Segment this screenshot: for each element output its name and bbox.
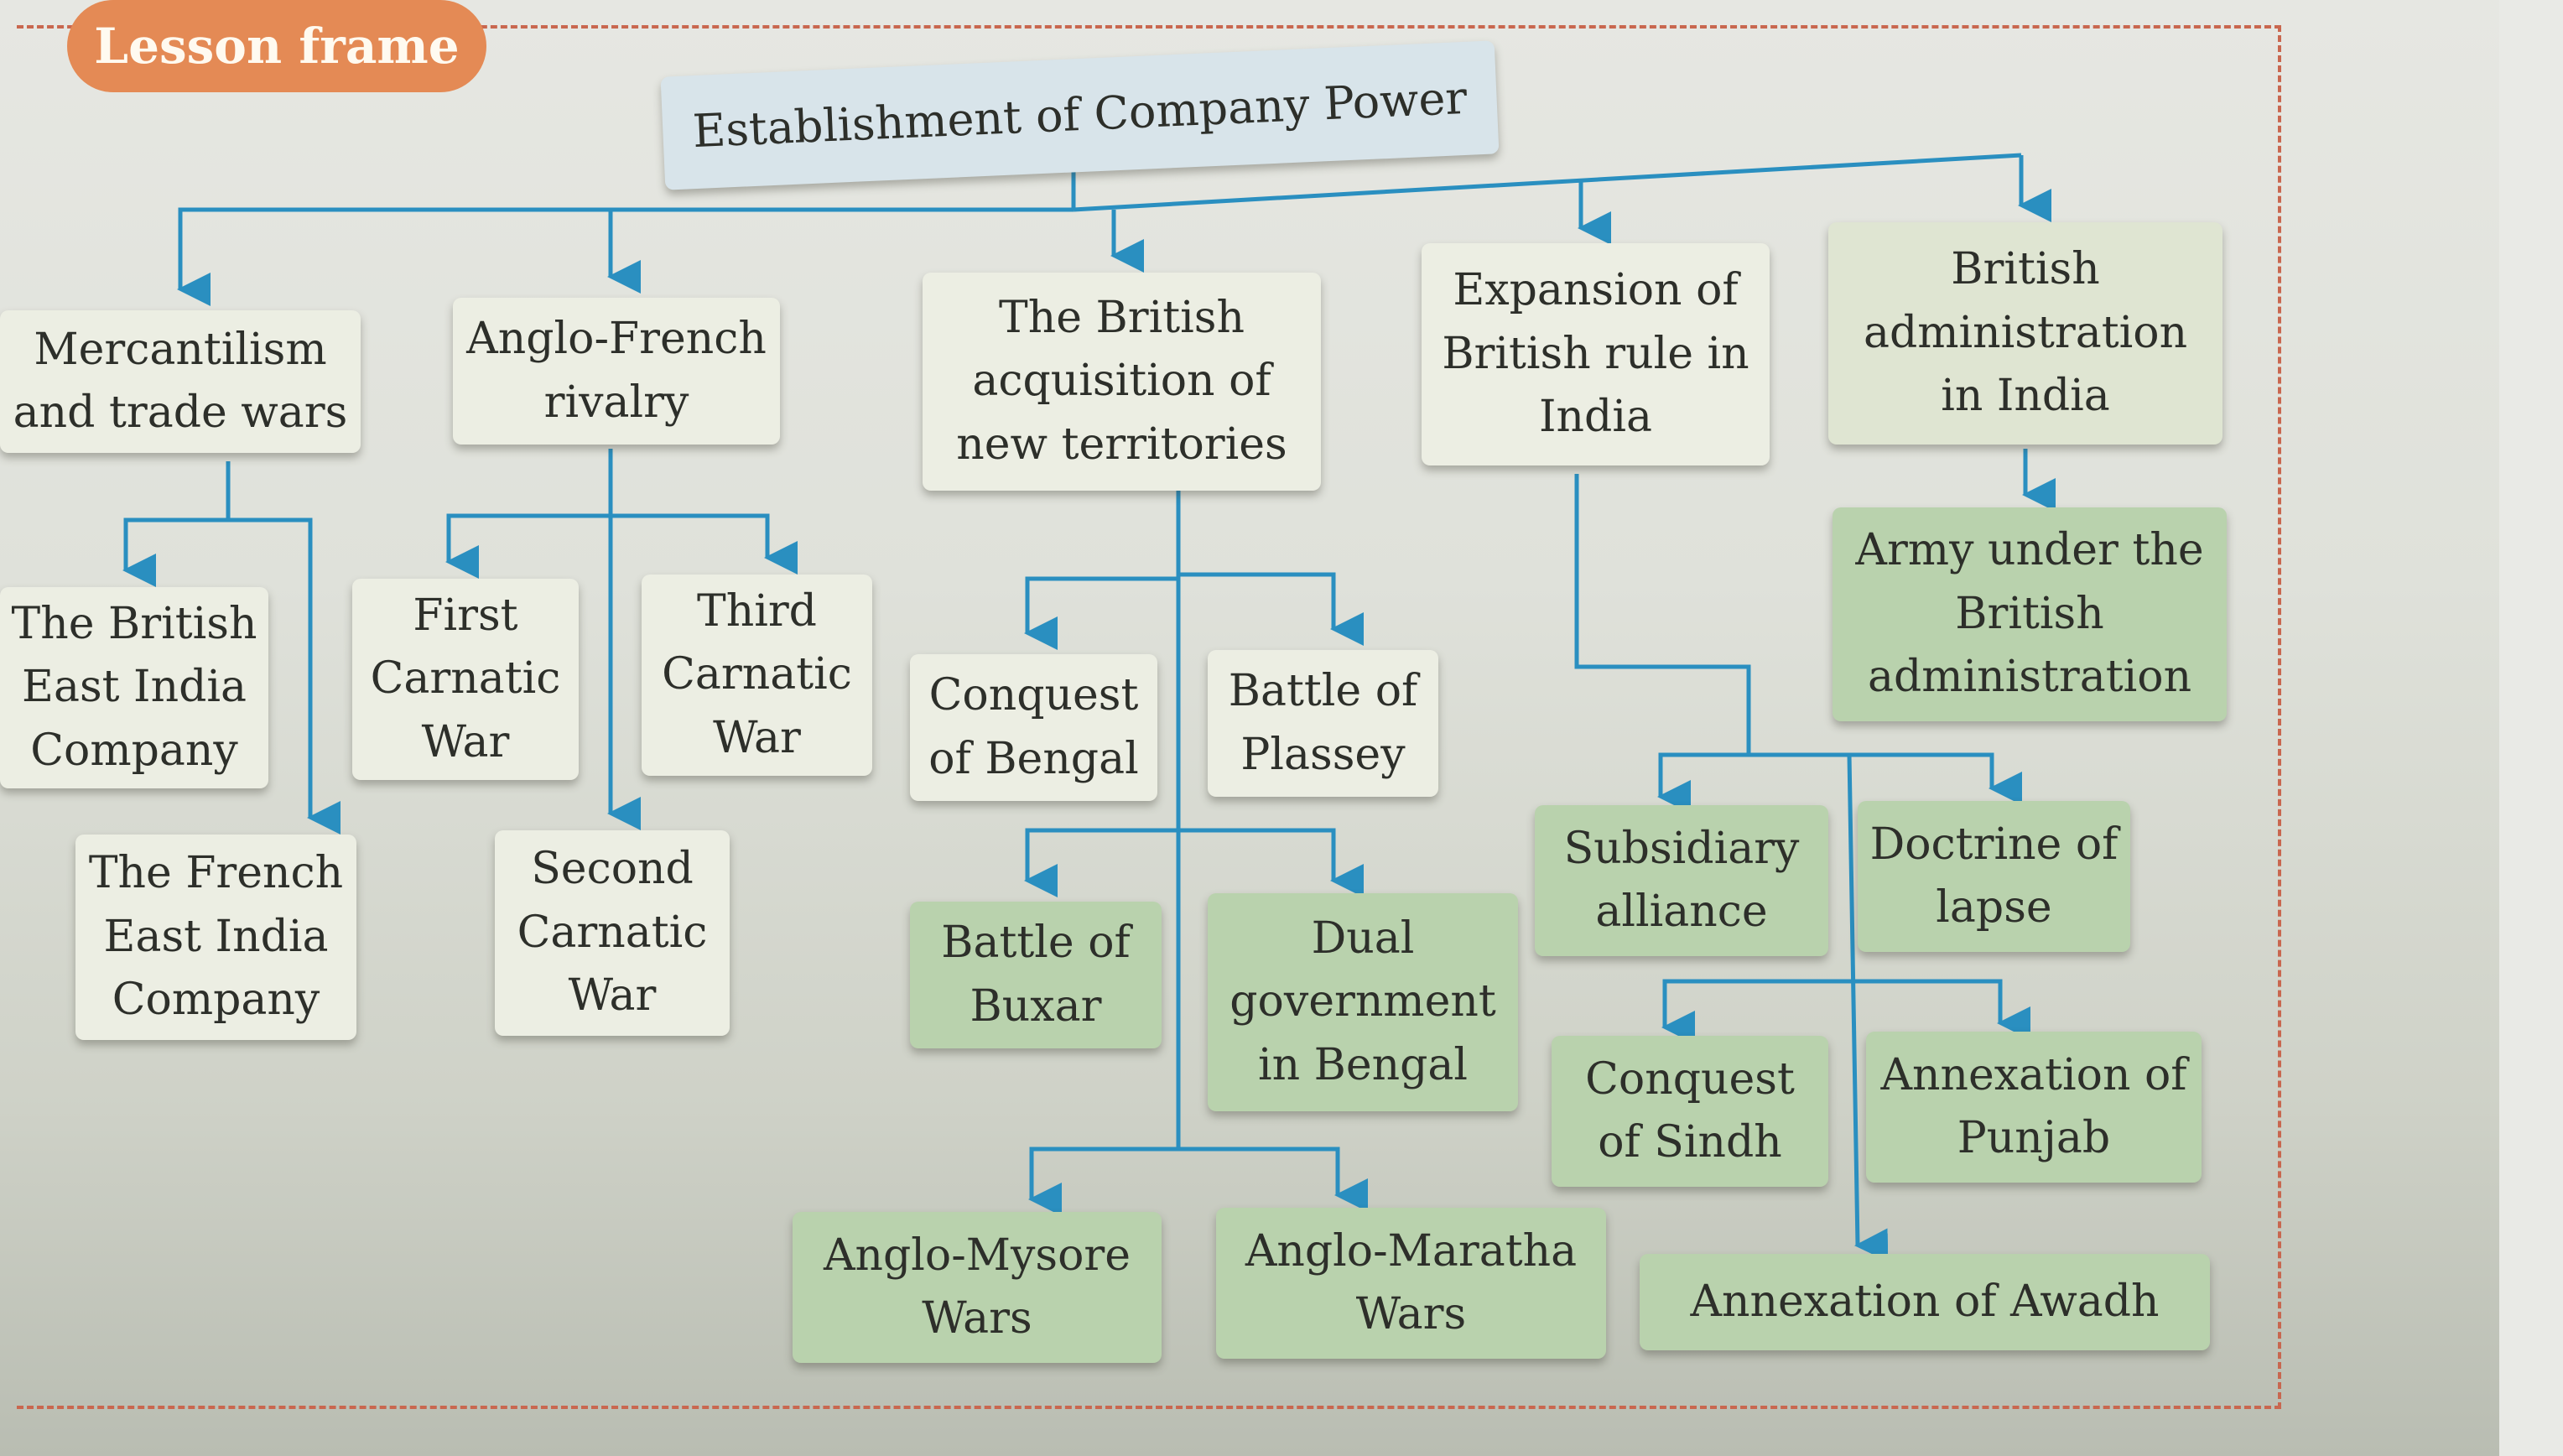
node-anglo-maratha: Anglo-Maratha Wars [1216, 1208, 1606, 1359]
node-acquisition: The British acquisition of new territori… [923, 273, 1321, 491]
node-annexation-punjab: Annexation of Punjab [1866, 1032, 2202, 1183]
node-conquest-bengal: Conquest of Bengal [910, 654, 1157, 801]
node-administration: British administration in India [1828, 222, 2222, 445]
node-subsidiary-alliance: Subsidiary alliance [1535, 805, 1828, 956]
node-first-carnatic: First Carnatic War [352, 579, 579, 780]
node-doctrine-lapse: Doctrine of lapse [1858, 801, 2130, 952]
node-anglo-french: Anglo-French rivalry [453, 298, 780, 445]
node-army: Army under the British administration [1833, 507, 2227, 721]
node-third-carnatic: Third Carnatic War [642, 575, 872, 776]
node-second-carnatic: Second Carnatic War [495, 830, 730, 1036]
node-british-eic: The British East India Company [0, 587, 268, 788]
adjacent-page-strip [2499, 0, 2563, 1456]
node-annexation-awadh: Annexation of Awadh [1640, 1254, 2210, 1350]
node-conquest-sindh: Conquest of Sindh [1552, 1036, 1828, 1187]
node-anglo-mysore: Anglo-Mysore Wars [793, 1212, 1162, 1363]
node-battle-plassey: Battle of Plassey [1208, 650, 1438, 797]
node-expansion: Expansion of British rule in India [1422, 243, 1770, 465]
node-battle-buxar: Battle of Buxar [910, 902, 1162, 1048]
node-dual-government: Dual government in Bengal [1208, 893, 1518, 1111]
lesson-frame-border [17, 25, 2281, 1409]
node-mercantilism: Mercantilism and trade wars [0, 310, 361, 453]
lesson-frame-badge: Lesson frame [67, 0, 486, 92]
node-french-eic: The French East India Company [75, 835, 356, 1040]
